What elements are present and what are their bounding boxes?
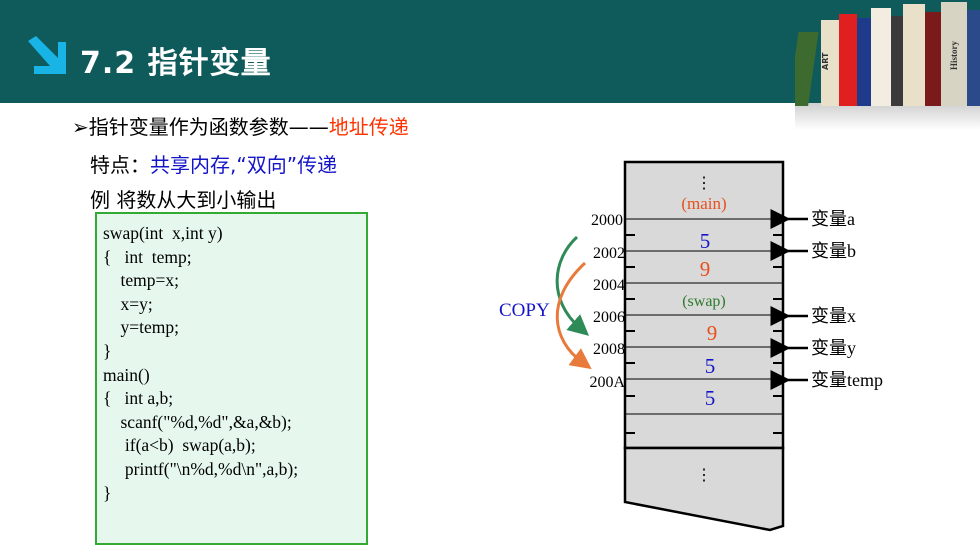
ellipsis-top: ⋮ xyxy=(696,175,712,192)
cell-value-x: 9 xyxy=(707,321,718,345)
memory-block-upper xyxy=(623,160,785,450)
code-block: swap(int x,int y) { int temp; temp=x; x=… xyxy=(95,212,368,545)
header-band: 7.2 指针变量 xyxy=(0,0,980,103)
code-line: y=temp; xyxy=(103,317,179,338)
cell-value-b: 9 xyxy=(700,257,711,281)
bullet-heading: ➢指针变量作为函数参数——地址传递 xyxy=(72,111,409,140)
book-label-art: ART xyxy=(821,52,830,70)
code-line: main() xyxy=(103,364,150,385)
feature-highlight: 共享内存,“双向”传递 xyxy=(150,153,338,177)
code-line: } xyxy=(103,340,112,361)
book-label-history: History xyxy=(949,41,959,70)
main-section-label: (main) xyxy=(681,194,726,213)
swap-section-label: (swap) xyxy=(682,293,726,310)
code-line: { int a,b; xyxy=(103,388,174,409)
code-line: x=y; xyxy=(103,293,153,314)
copy-label: COPY xyxy=(499,300,550,321)
code-line: swap(int x,int y) xyxy=(103,223,223,243)
code-line: { int temp; xyxy=(103,246,192,267)
bullet-marker: ➢ xyxy=(72,115,89,139)
code-line: } xyxy=(103,482,112,503)
address-label: 200A xyxy=(589,374,625,391)
page-title: 7.2 指针变量 xyxy=(80,46,272,81)
address-label: 2006 xyxy=(593,309,625,326)
memory-diagram: ⋮ (main) (swap) ⋮ 5 9 9 5 5 2000 2002 20… xyxy=(499,160,883,532)
feature-line: 特点：共享内存,“双向”传递 xyxy=(90,149,337,178)
code-line: printf("\n%d,%d\n",a,b); xyxy=(103,458,299,479)
pointer-label-x: 变量x xyxy=(811,306,856,326)
copy-arrow-orange xyxy=(555,261,592,370)
code-line: scanf("%d,%d",&a,&b); xyxy=(103,411,292,432)
ellipsis-bottom: ⋮ xyxy=(696,467,712,484)
feature-label: 特点： xyxy=(90,153,150,177)
pointer-label-y: 变量y xyxy=(811,338,856,358)
address-label: 2008 xyxy=(593,341,625,358)
bullet-highlight: 地址传递 xyxy=(328,115,409,139)
address-label: 2004 xyxy=(593,277,625,294)
code-line: if(a<b) swap(a,b); xyxy=(103,435,256,456)
address-label: 2000 xyxy=(591,212,623,229)
copy-arrow-green xyxy=(555,235,590,336)
pointer-label-a: 变量a xyxy=(811,209,855,229)
memory-block-lower xyxy=(623,446,785,532)
address-label: 2002 xyxy=(593,245,625,262)
code-line: temp=x; xyxy=(103,270,179,291)
cell-value-temp: 5 xyxy=(705,386,716,410)
pointer-label-b: 变量b xyxy=(811,241,856,261)
arrow-down-right-icon xyxy=(28,36,66,74)
books-icon: ART History xyxy=(795,2,980,130)
example-line: 例 将数从大到小输出 xyxy=(90,188,277,212)
pointer-label-temp: 变量temp xyxy=(811,370,883,390)
bullet-prefix: 指针变量作为函数参数—— xyxy=(88,115,329,139)
cell-value-y: 5 xyxy=(705,354,716,378)
cell-value-a: 5 xyxy=(700,229,711,253)
